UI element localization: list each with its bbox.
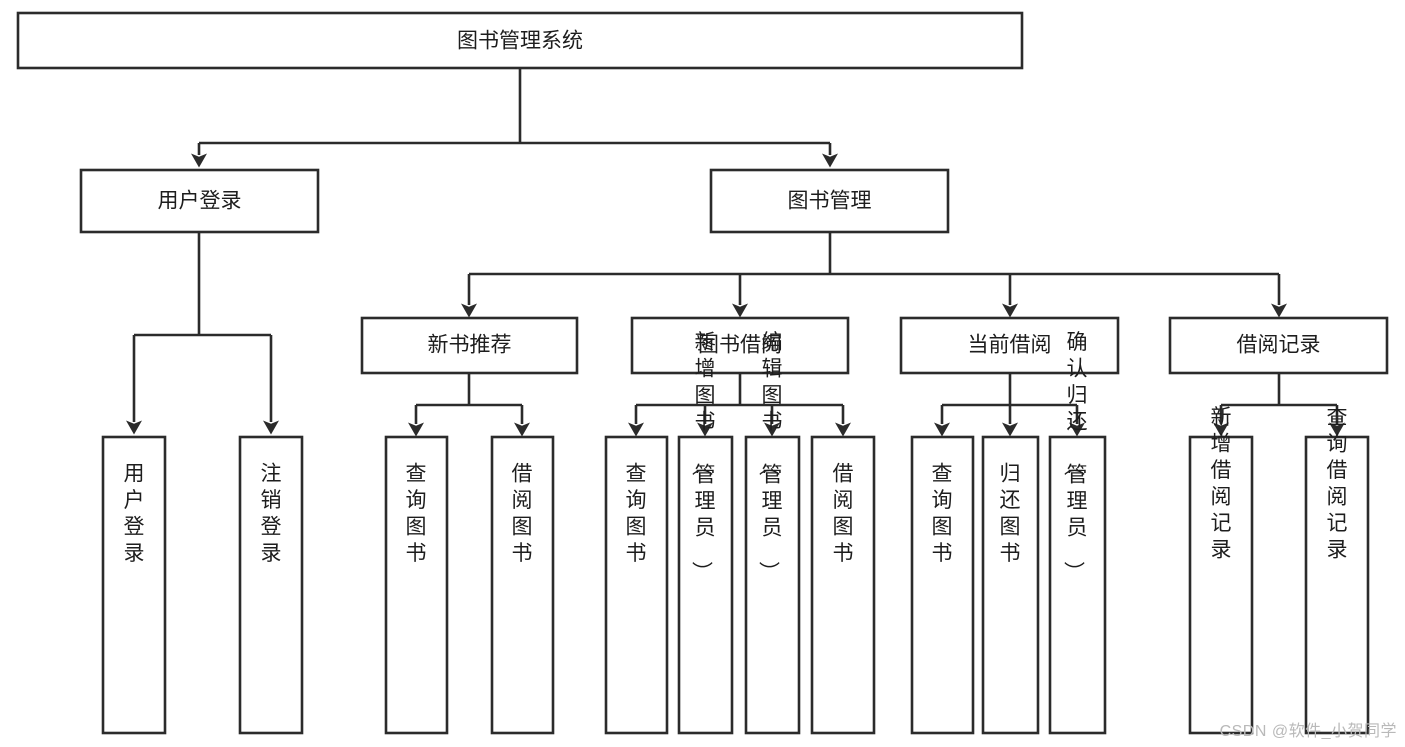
node-user-login-box[interactable] bbox=[79, 168, 320, 234]
node-borrow-record[interactable]: 借阅记录 bbox=[1168, 316, 1389, 375]
node-leaf-query-book-1[interactable]: 查询图书 bbox=[384, 435, 449, 735]
node-leaf-return-book[interactable]: 归还图书 bbox=[981, 435, 1040, 735]
node-leaf-add-book-box[interactable] bbox=[677, 435, 734, 735]
node-leaf-borrow-book-2-box[interactable] bbox=[810, 435, 876, 735]
node-leaf-borrow-book-1-label: 借阅图书 bbox=[512, 462, 533, 565]
connector-group-book-borrow-to-leaves bbox=[628, 373, 851, 437]
node-leaf-logout-login-box[interactable] bbox=[238, 435, 304, 735]
node-leaf-add-record[interactable]: 新增借阅记录 bbox=[1188, 406, 1254, 735]
node-leaf-borrow-book-2-label: 借阅图书 bbox=[833, 462, 854, 565]
node-leaf-add-record-box[interactable] bbox=[1188, 435, 1254, 735]
node-leaf-query-book-2-box[interactable] bbox=[604, 435, 669, 735]
node-leaf-query-record[interactable]: 查询借阅记录 bbox=[1304, 406, 1370, 735]
node-new-book-recommend-label: 新书推荐 bbox=[428, 334, 512, 357]
node-leaf-add-book-label: 新增图书（管理员） bbox=[690, 331, 716, 582]
node-leaf-add-book[interactable]: 新增图书（管理员） bbox=[677, 331, 734, 735]
node-leaf-query-book-2[interactable]: 查询图书 bbox=[604, 435, 669, 735]
node-leaf-logout-login[interactable]: 注销登录 bbox=[238, 435, 304, 735]
connector-group-current-borrow-to-leaves bbox=[934, 373, 1085, 437]
node-current-borrow-box[interactable] bbox=[899, 316, 1120, 375]
node-book-management-box[interactable] bbox=[709, 168, 950, 234]
node-current-borrow[interactable]: 当前借阅 bbox=[899, 316, 1120, 375]
node-root-label: 图书管理系统 bbox=[457, 30, 583, 53]
node-leaf-logout-login-label: 注销登录 bbox=[261, 462, 282, 565]
node-leaf-user-login[interactable]: 用户登录 bbox=[101, 435, 167, 735]
csdn-watermark: CSDN @软件_小贺同学 bbox=[1219, 723, 1397, 740]
node-book-management[interactable]: 图书管理 bbox=[709, 168, 950, 234]
node-current-borrow-label: 当前借阅 bbox=[968, 334, 1052, 357]
node-leaf-confirm-return-label: 确认归还（管理员） bbox=[1062, 331, 1088, 582]
node-book-management-label: 图书管理 bbox=[788, 190, 872, 213]
node-leaf-confirm-return[interactable]: 确认归还（管理员） bbox=[1048, 331, 1107, 735]
connector-group-root-to-level2 bbox=[191, 68, 838, 168]
connector-group-user-login-to-leaves bbox=[126, 232, 279, 435]
connector-group-new-book-recommend-to-leaves bbox=[408, 373, 530, 437]
node-leaf-edit-book-label: 编辑图书（管理员） bbox=[757, 331, 783, 582]
node-leaf-query-record-box[interactable] bbox=[1304, 435, 1370, 735]
connector-group-book-management-to-level3 bbox=[461, 232, 1287, 318]
node-user-login[interactable]: 用户登录 bbox=[79, 168, 320, 234]
connector-group-borrow-record-to-leaves bbox=[1213, 373, 1345, 437]
node-leaf-query-book-1-box[interactable] bbox=[384, 435, 449, 735]
node-book-borrow[interactable]: 图书借阅 bbox=[630, 316, 850, 375]
node-leaf-query-book-3[interactable]: 查询图书 bbox=[910, 435, 975, 735]
node-book-borrow-box[interactable] bbox=[630, 316, 850, 375]
node-leaf-borrow-book-1-box[interactable] bbox=[490, 435, 555, 735]
node-leaf-borrow-book-1[interactable]: 借阅图书 bbox=[490, 435, 555, 735]
node-leaf-return-book-label: 归还图书 bbox=[1000, 462, 1021, 565]
node-leaf-edit-book-box[interactable] bbox=[744, 435, 801, 735]
node-new-book-recommend[interactable]: 新书推荐 bbox=[360, 316, 579, 375]
node-new-book-recommend-box[interactable] bbox=[360, 316, 579, 375]
node-root-box[interactable] bbox=[16, 11, 1024, 70]
node-leaf-confirm-return-box[interactable] bbox=[1048, 435, 1107, 735]
node-leaf-borrow-book-2[interactable]: 借阅图书 bbox=[810, 435, 876, 735]
node-leaf-user-login-box[interactable] bbox=[101, 435, 167, 735]
node-leaf-query-book-2-label: 查询图书 bbox=[626, 462, 647, 565]
node-borrow-record-label: 借阅记录 bbox=[1237, 334, 1321, 357]
node-leaf-query-record-label: 查询借阅记录 bbox=[1327, 406, 1348, 562]
node-leaf-add-record-label: 新增借阅记录 bbox=[1211, 406, 1232, 562]
node-leaf-query-book-3-box[interactable] bbox=[910, 435, 975, 735]
node-root[interactable]: 图书管理系统 bbox=[16, 11, 1024, 70]
node-borrow-record-box[interactable] bbox=[1168, 316, 1389, 375]
node-leaf-query-book-3-label: 查询图书 bbox=[932, 462, 953, 565]
node-leaf-return-book-box[interactable] bbox=[981, 435, 1040, 735]
node-book-borrow-label: 图书借阅 bbox=[698, 334, 782, 357]
node-user-login-label: 用户登录 bbox=[158, 190, 242, 213]
node-leaf-edit-book[interactable]: 编辑图书（管理员） bbox=[744, 331, 801, 735]
node-leaf-user-login-label: 用户登录 bbox=[124, 462, 145, 565]
node-leaf-query-book-1-label: 查询图书 bbox=[406, 462, 427, 565]
